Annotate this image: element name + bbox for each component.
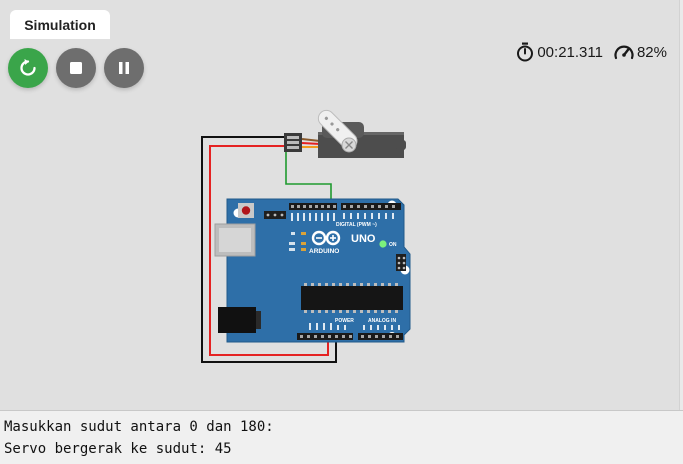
serial-output-line: Servo bergerak ke sudut: 45: [4, 441, 232, 457]
tab-simulation[interactable]: Simulation: [10, 10, 110, 39]
serial-monitor[interactable]: Masukkan sudut antara 0 dan 180: Servo b…: [0, 410, 683, 464]
ground-wire[interactable]: [201, 136, 337, 363]
pause-simulation-button[interactable]: [104, 48, 144, 88]
digital-header-label: DIGITAL (PWM ~): [336, 222, 377, 228]
signal-wire[interactable]: [285, 150, 332, 208]
circuit-canvas: DIGITAL (PWM ~) ARDUINO UNO ON: [201, 107, 411, 363]
servo-motor[interactable]: [284, 107, 406, 158]
board-model-label: UNO: [351, 233, 376, 245]
speed-readout: 82%: [613, 42, 667, 62]
restart-simulation-button[interactable]: [8, 48, 48, 88]
power-wire[interactable]: [209, 145, 329, 356]
power-led: [379, 240, 387, 248]
gauge-icon: [614, 45, 634, 60]
stop-icon: [70, 62, 82, 74]
stop-simulation-button[interactable]: [56, 48, 96, 88]
timer-readout: 00:21.311: [515, 42, 603, 62]
restart-icon: [20, 59, 36, 76]
tab-simulation-label: Simulation: [24, 16, 96, 33]
analog-header-label: ANALOG IN: [368, 318, 396, 324]
board-brand-label: ARDUINO: [309, 248, 339, 255]
serial-output-line: Masukkan sudut antara 0 dan 180:: [4, 419, 274, 435]
power-header-label: POWER: [335, 318, 354, 324]
stopwatch-icon: [517, 42, 534, 62]
pause-icon: [119, 62, 129, 74]
power-led-label: ON: [389, 242, 397, 248]
speed-value: 82%: [636, 43, 667, 61]
arduino-logo: [311, 230, 341, 246]
simulation-status: 00:21.311 82%: [515, 41, 667, 63]
timer-value: 00:21.311: [537, 43, 603, 61]
panel-edge: [679, 0, 683, 410]
arduino-uno-board[interactable]: DIGITAL (PWM ~) ARDUINO UNO ON: [214, 198, 411, 343]
